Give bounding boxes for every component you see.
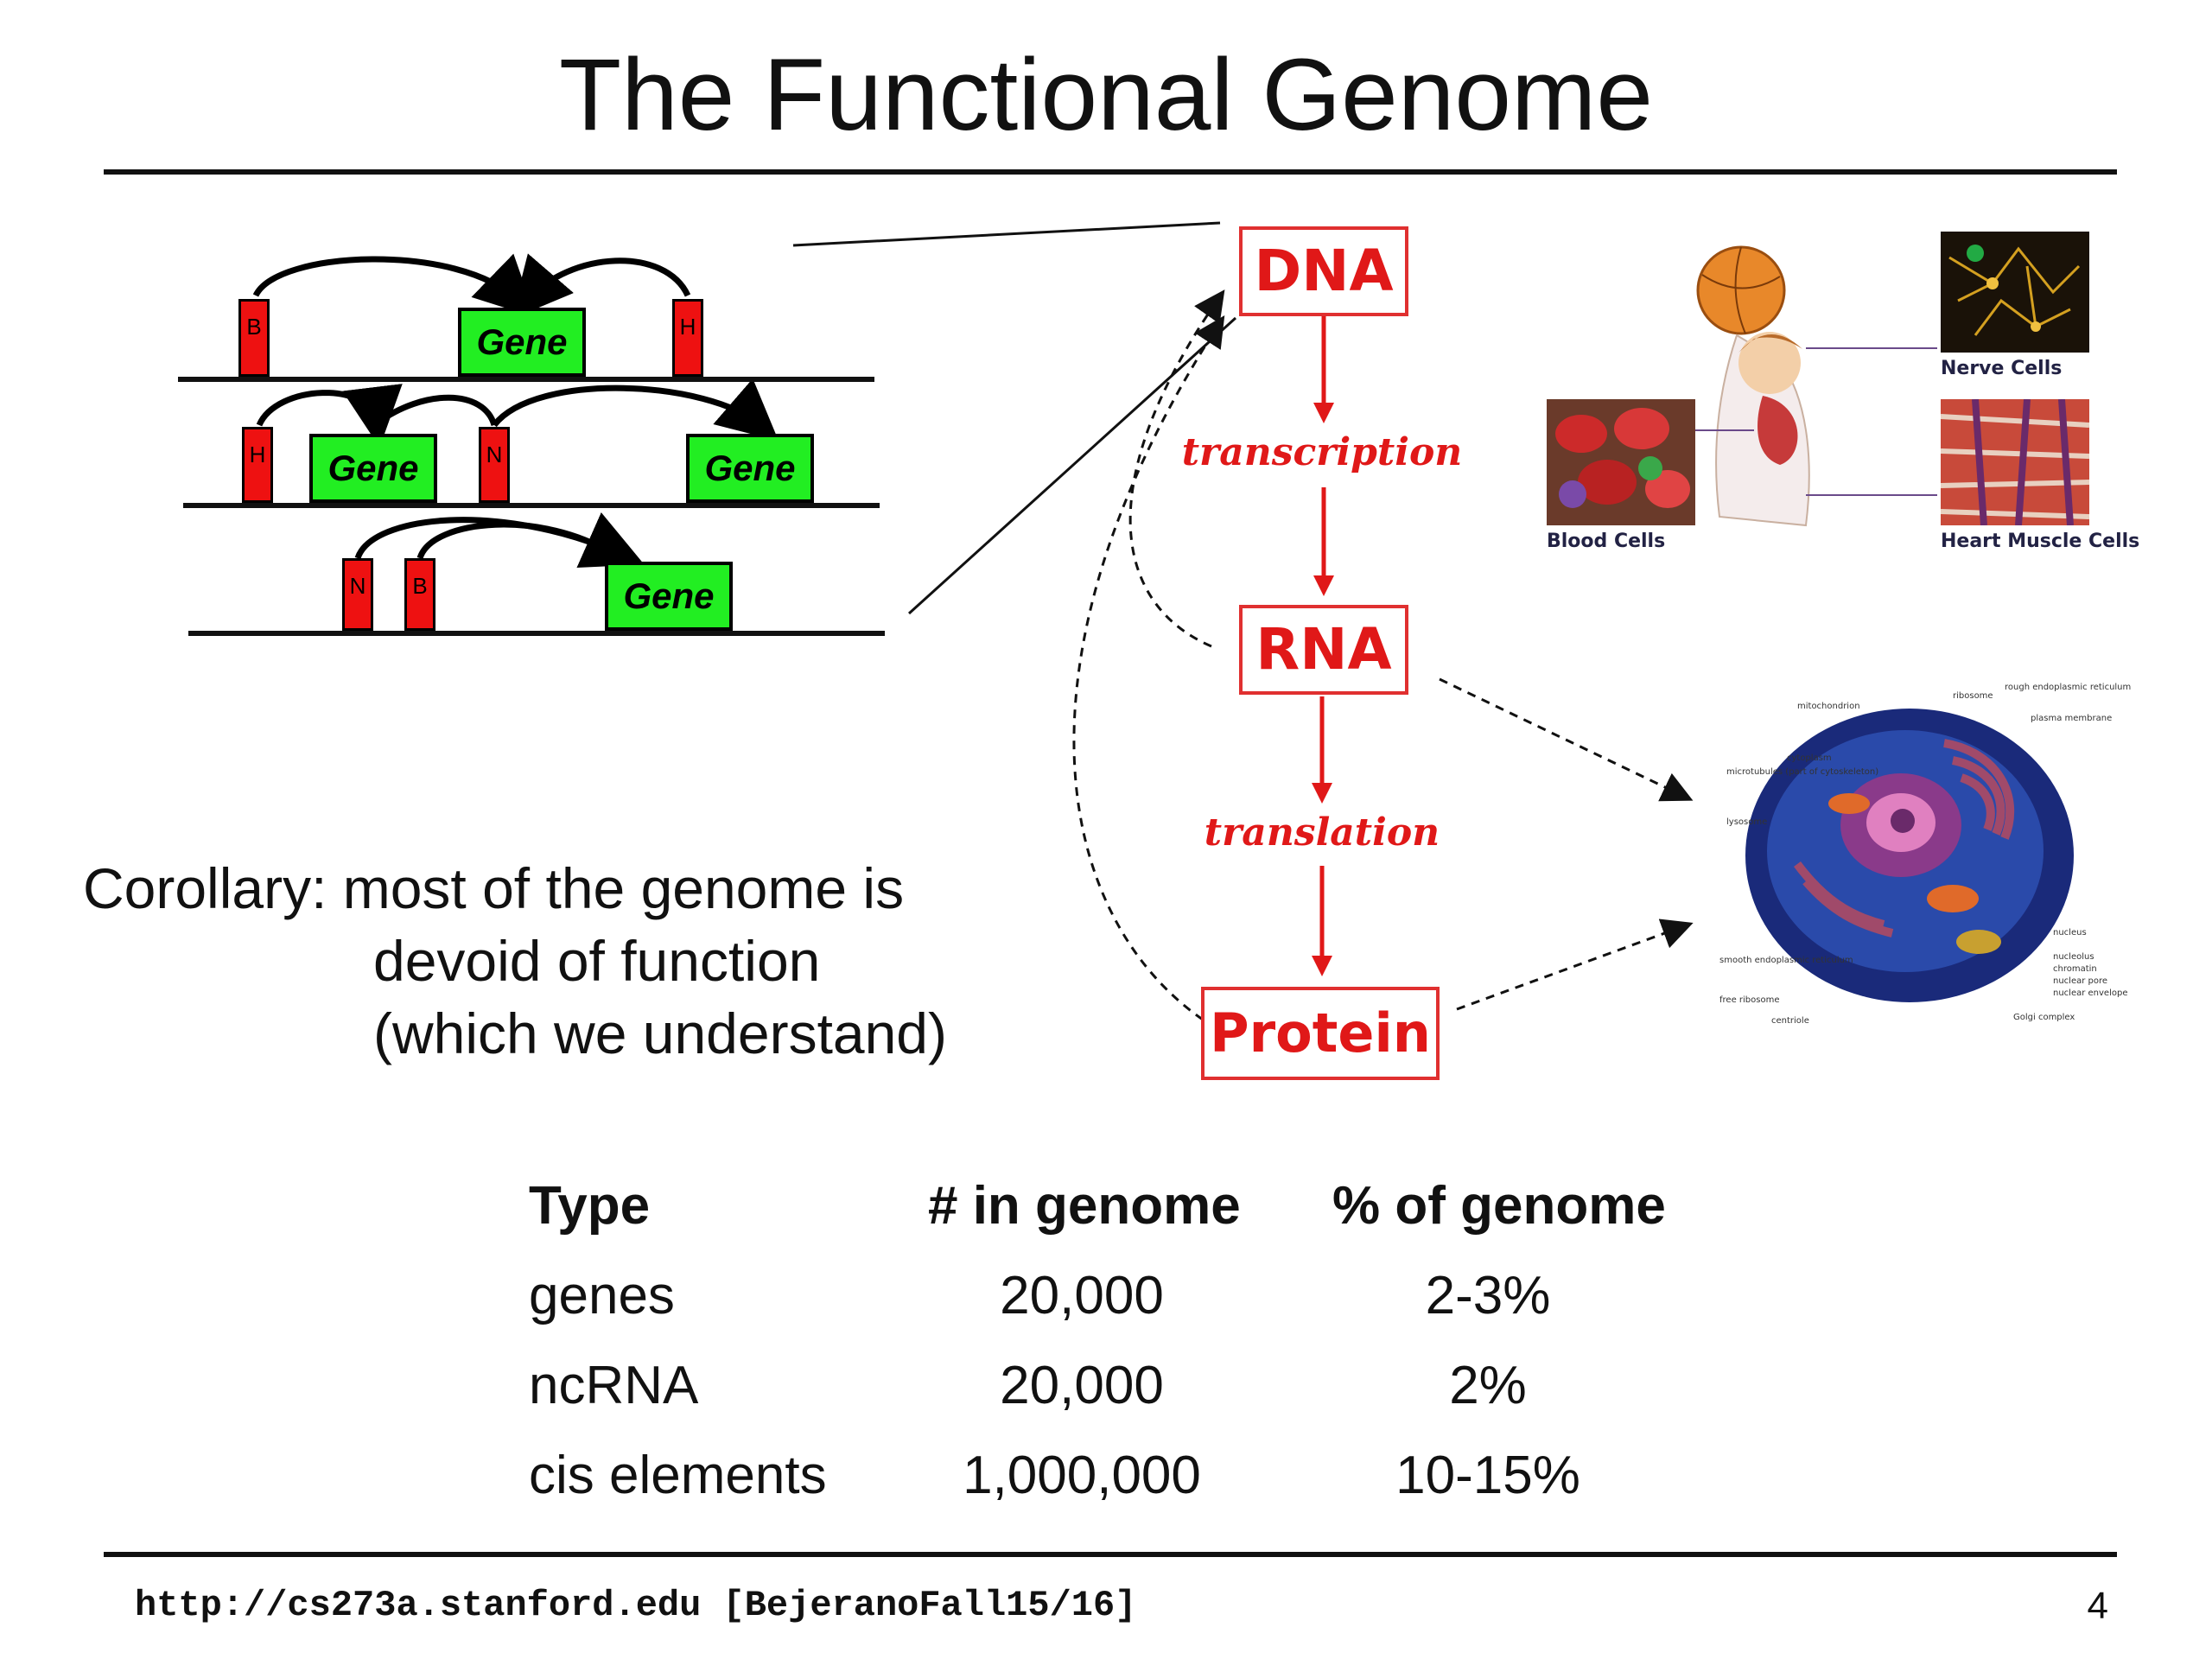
regulatory-element: B: [404, 558, 435, 631]
cell-types-illustration: Nerve Cells Blood Cells Heart Muscle Cel…: [1547, 232, 2139, 560]
transcription-label: transcription: [1181, 430, 1463, 474]
cell-label: lysosome: [1726, 817, 1768, 827]
corollary-line-1: Corollary: most of the genome is: [83, 856, 905, 920]
table-cell: genes: [529, 1266, 675, 1325]
cell-label: nucleolus: [2053, 952, 2094, 962]
rna-box: RNA: [1239, 605, 1408, 695]
heart-muscle-cells-image: [1941, 399, 2089, 525]
cell-label: plasma membrane: [2031, 714, 2113, 723]
page-number: 4: [2087, 1585, 2108, 1627]
blood-cells-label: Blood Cells: [1547, 531, 1666, 552]
table-header: Type: [529, 1176, 651, 1236]
gene-box: Gene: [686, 434, 814, 503]
cell-label: microtubules (part of cytoskeleton): [1726, 767, 1879, 777]
table-cell: 10-15%: [1395, 1446, 1580, 1505]
animal-cell-image: [1745, 709, 2074, 1002]
title-rule: [104, 169, 2117, 175]
protein-box: Protein: [1201, 987, 1440, 1080]
nerve-cells-image: [1941, 232, 2089, 353]
cell-label: nuclear pore: [2053, 976, 2108, 986]
dna-strand: [188, 631, 885, 636]
corollary-line-2: devoid of function: [373, 929, 821, 993]
cell-label: smooth endoplasmic reticulum: [1719, 956, 1853, 965]
cell-label: cytoplasm: [1787, 753, 1832, 763]
dna-strand: [183, 503, 880, 508]
table-cell: 20,000: [1000, 1356, 1164, 1415]
heart-muscle-cells-label: Heart Muscle Cells: [1941, 531, 2140, 552]
regulation-diagram: B Gene H H Gene N Gene N B Gene: [173, 242, 899, 648]
gene-box: Gene: [458, 308, 586, 377]
regulatory-element: H: [672, 299, 703, 377]
regulatory-element: H: [242, 427, 273, 503]
table-cell: 2%: [1449, 1356, 1527, 1415]
cell-label: free ribosome: [1719, 995, 1780, 1005]
regulatory-element: B: [238, 299, 270, 377]
table-cell: ncRNA: [529, 1356, 699, 1415]
cell-label: chromatin: [2053, 964, 2097, 974]
basketball-player-image: [1694, 245, 1937, 527]
gene-box: Gene: [309, 434, 437, 503]
cell-label: rough endoplasmic reticulum: [2005, 683, 2132, 692]
table-cell: 20,000: [1000, 1266, 1164, 1325]
regulatory-element: N: [479, 427, 510, 503]
table-header: % of genome: [1332, 1176, 1666, 1236]
dna-box: DNA: [1239, 226, 1408, 316]
table-cell: cis elements: [529, 1446, 827, 1505]
cell-label: mitochondrion: [1797, 702, 1860, 711]
nerve-cells-label: Nerve Cells: [1941, 358, 2063, 379]
genome-table: Type # in genome % of genome genes 20,00…: [529, 1172, 1738, 1517]
cell-label: Golgi complex: [2013, 1013, 2075, 1022]
footer-url: http://cs273a.stanford.edu [BejeranoFall…: [135, 1585, 1137, 1626]
animal-cell-diagram: mitochondrion ribosome rough endoplasmic…: [1719, 674, 2131, 1028]
dna-strand: [178, 377, 874, 382]
cell-label: ribosome: [1953, 691, 1993, 701]
cell-label: nuclear envelope: [2053, 988, 2128, 998]
corollary-line-3: (which we understand): [373, 1001, 947, 1065]
cell-label: nucleus: [2053, 928, 2087, 938]
table-cell: 2-3%: [1425, 1266, 1551, 1325]
regulation-arrows: [252, 253, 779, 569]
table-cell: 1,000,000: [963, 1446, 1201, 1505]
translation-label: translation: [1204, 810, 1440, 855]
table-header: # in genome: [928, 1176, 1241, 1236]
blood-cells-image: [1547, 399, 1695, 525]
slide-title: The Functional Genome: [559, 38, 1653, 152]
cell-label: centriole: [1771, 1016, 1809, 1026]
gene-box: Gene: [605, 562, 733, 631]
regulatory-element: N: [342, 558, 373, 631]
footer-rule: [104, 1552, 2117, 1557]
